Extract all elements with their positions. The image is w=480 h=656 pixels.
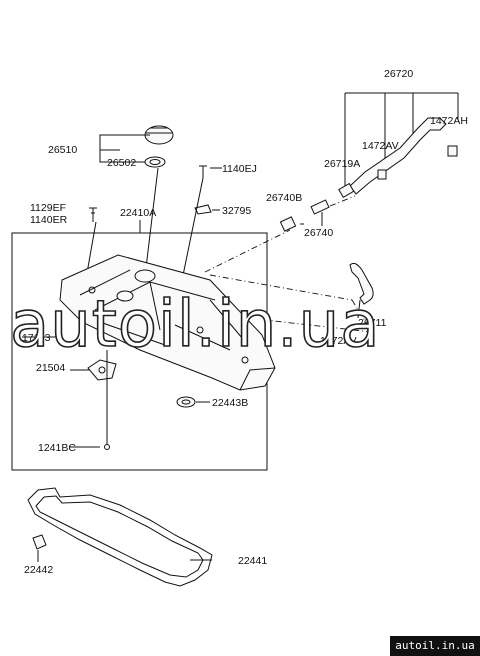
breather-port xyxy=(116,290,134,302)
valve-cover-22410A xyxy=(59,254,276,391)
gasket-26502 xyxy=(144,156,166,168)
label-1129EF: 1129EF xyxy=(30,202,66,214)
plug-22442 xyxy=(32,534,47,550)
label-26740B: 26740B xyxy=(266,192,302,204)
bolt-1129EF xyxy=(89,207,97,222)
connector-26719A xyxy=(338,182,355,199)
oil-cap-grip xyxy=(146,127,172,134)
label-22442: 22442 xyxy=(24,564,53,576)
hose-26711 xyxy=(349,262,374,305)
label-26711: 26711 xyxy=(358,317,387,329)
gasket-22441-inner xyxy=(35,495,204,578)
valve-cover-ridges xyxy=(79,269,276,391)
label-21504: 21504 xyxy=(36,362,65,374)
clip-32795 xyxy=(194,204,212,215)
breather-hose xyxy=(349,117,447,195)
label-26720: 26720 xyxy=(384,68,413,80)
bolt-hole xyxy=(241,356,249,364)
label-1472AH: 1472AH xyxy=(430,115,468,127)
grommet-26740B xyxy=(279,216,297,232)
label-1140ER: 1140ER xyxy=(30,214,68,226)
pcv-valve-26740 xyxy=(310,199,330,215)
gasket-hole xyxy=(149,159,161,165)
hose-clip-1472AH xyxy=(447,145,458,157)
routing-line xyxy=(204,195,373,333)
label-1472AV-mid: 1472AV xyxy=(320,335,357,347)
seal-22443B xyxy=(176,396,196,408)
label-17113: 17113 xyxy=(22,332,51,344)
label-1140EJ: 1140EJ xyxy=(222,163,257,175)
site-badge[interactable]: autoil.in.ua xyxy=(390,636,480,656)
leader-lines xyxy=(22,134,361,562)
label-22441: 22441 xyxy=(238,555,267,567)
label-1472AV-top: 1472AV xyxy=(362,140,399,152)
gasket-22441 xyxy=(27,487,213,587)
hose-clip-1472AV xyxy=(377,169,387,180)
bolt-1140EJ xyxy=(199,165,207,178)
plate-21504 xyxy=(87,359,117,381)
filler-port xyxy=(134,269,156,283)
label-32795: 32795 xyxy=(222,205,251,217)
watermark-text: autoil.in.ua xyxy=(10,288,380,362)
label-22443B: 22443B xyxy=(212,397,248,409)
bolt-head xyxy=(104,444,110,450)
bolt-hole xyxy=(196,326,204,334)
label-26740: 26740 xyxy=(304,227,333,239)
label-22410A: 22410A xyxy=(120,207,156,219)
plate-hole xyxy=(98,366,106,374)
bracket-26720 xyxy=(344,92,459,188)
label-1241BC: 1241BC xyxy=(38,442,76,454)
label-26719A: 26719A xyxy=(324,158,360,170)
label-26510: 26510 xyxy=(48,144,77,156)
bolt-hole xyxy=(88,286,96,294)
label-26502: 26502 xyxy=(107,157,136,169)
seal-hole xyxy=(181,399,191,405)
